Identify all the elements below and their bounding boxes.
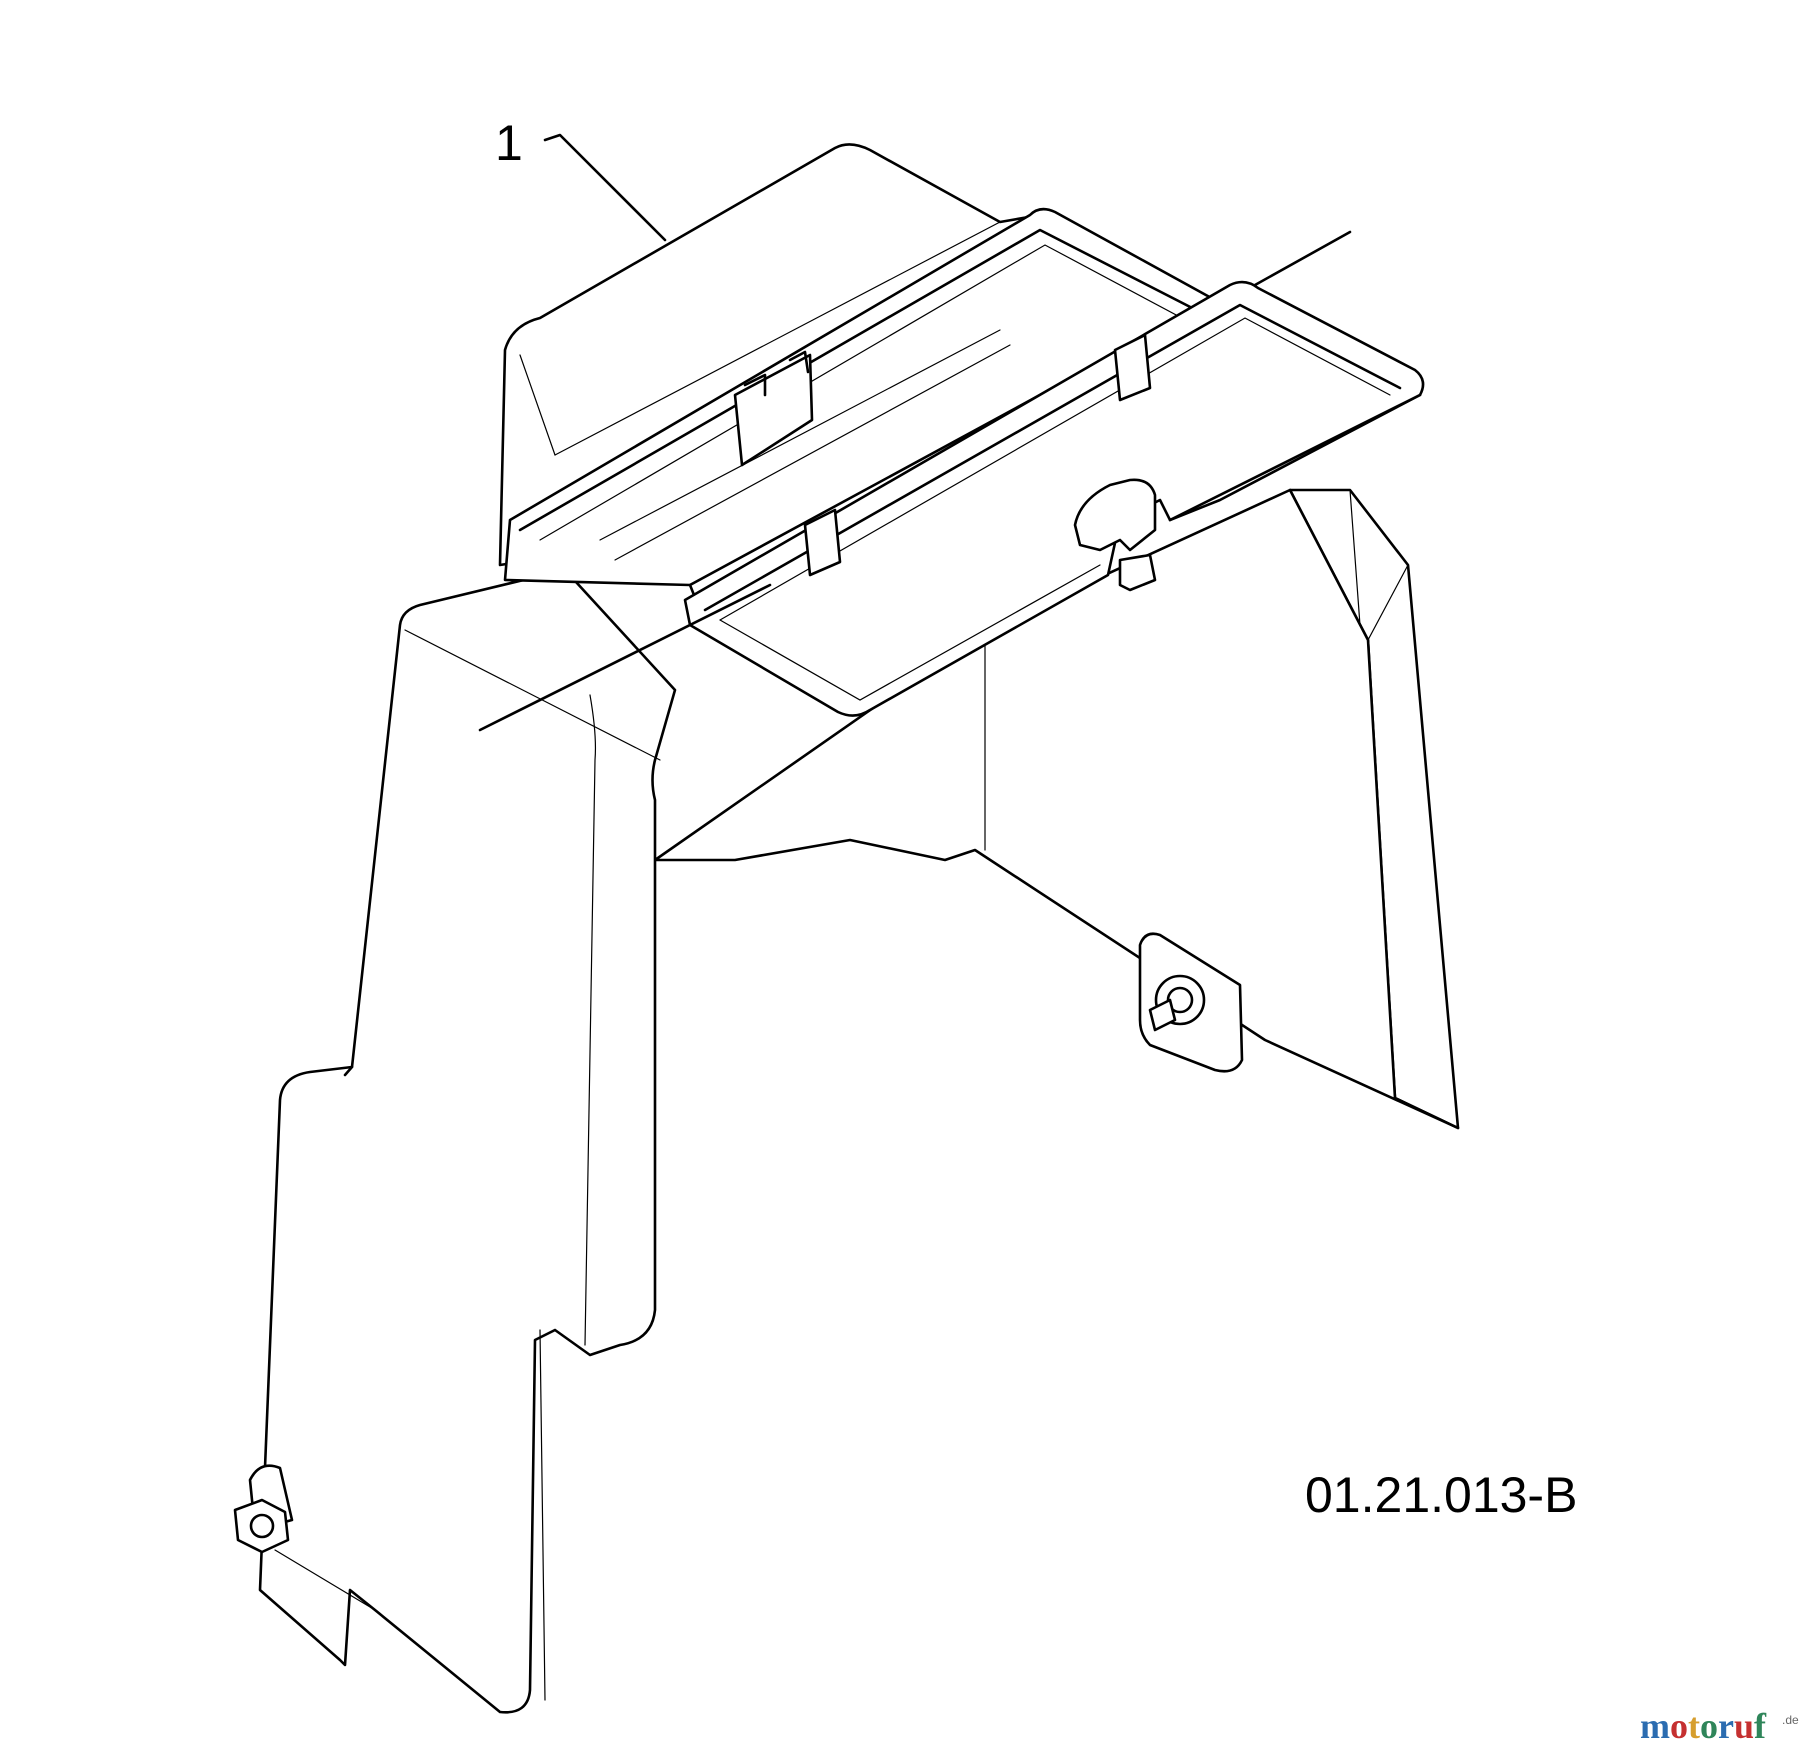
watermark-letter: o — [1670, 1706, 1688, 1746]
drawing-reference-code: 01.21.013-B — [1305, 1467, 1577, 1523]
left-bottom-bolt — [233, 1464, 294, 1554]
tray-clip-front-left — [733, 350, 814, 467]
lower-bracket-tray — [683, 280, 1425, 717]
tray-clip-mid — [803, 508, 842, 577]
hex-bolt-icon — [233, 1498, 290, 1554]
callout-number: 1 — [495, 115, 523, 171]
watermark-letter: u — [1734, 1706, 1754, 1746]
shroud-main-body — [258, 568, 677, 1714]
watermark-letter: m — [1640, 1706, 1670, 1746]
watermark-logo: motoruf .de — [1640, 1706, 1799, 1746]
bolt-shank-icon — [1148, 998, 1177, 1032]
watermark-letter: o — [1700, 1706, 1718, 1746]
watermark-suffix: .de — [1782, 1713, 1799, 1727]
back-plate — [653, 488, 1460, 1130]
tray-clip-front-right — [1073, 478, 1157, 592]
watermark-letter: f — [1754, 1706, 1767, 1746]
callout-part-1: 1 — [495, 115, 667, 242]
hinge-axis-line — [478, 230, 1352, 732]
right-mounting-bracket — [1138, 932, 1244, 1073]
watermark-text: motoruf — [1640, 1706, 1767, 1746]
tray-clip-back-right — [1113, 333, 1152, 402]
watermark-letter: r — [1718, 1706, 1734, 1746]
watermark-letter: t — [1688, 1706, 1700, 1746]
